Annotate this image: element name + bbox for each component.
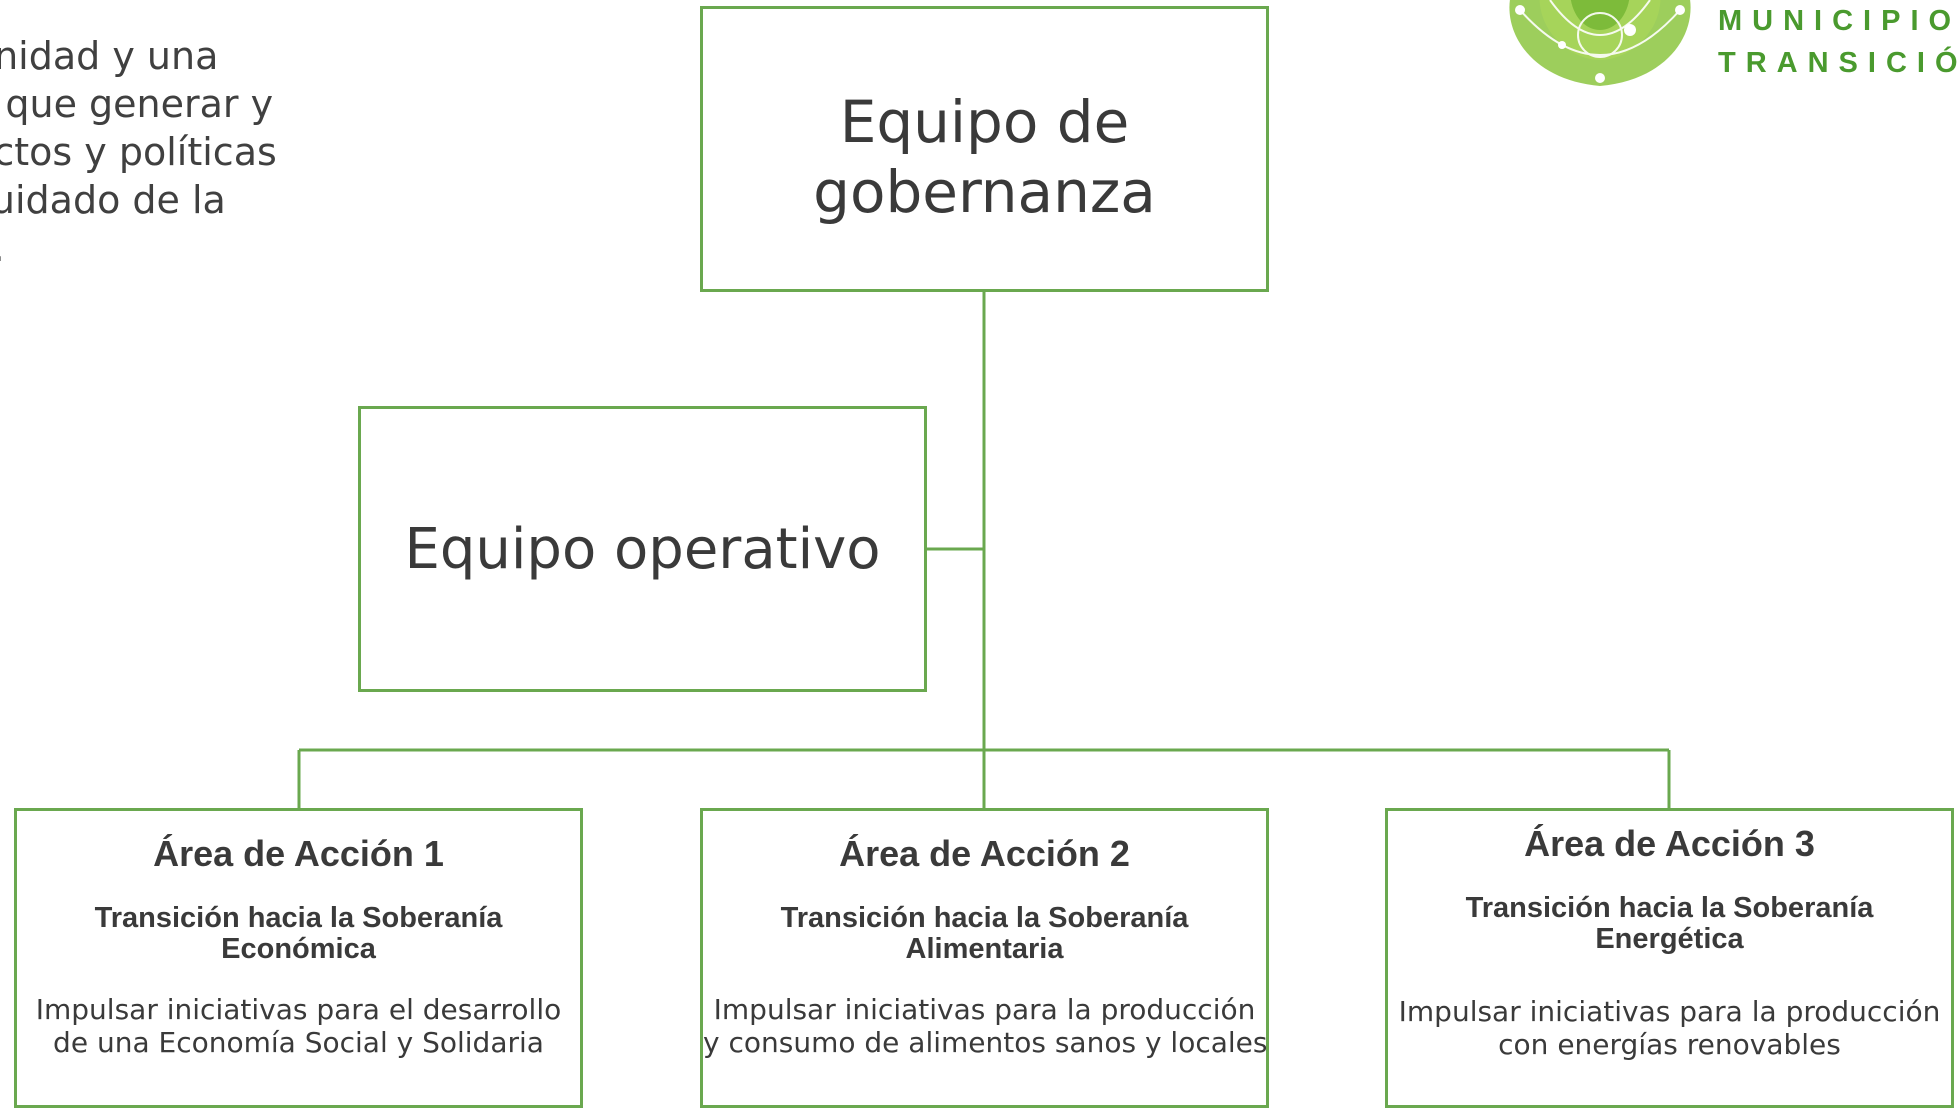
intro-line: o. [0, 224, 310, 272]
governance-line-2: gobernanza [813, 158, 1156, 226]
area-title: Área de Acción 2 [839, 833, 1130, 874]
area-description-line: y consumo de alimentos sanos y locales [703, 1026, 1268, 1059]
area-subtitle-line: Transición hacia la Soberanía [94, 902, 503, 934]
logo-line-2: TRANSICIÓN [1718, 47, 1959, 79]
area-title: Área de Acción 3 [1524, 823, 1815, 864]
area-description-line: de una Economía Social y Solidaria [53, 1026, 544, 1059]
area-description-line: Impulsar iniciativas para el desarrollo [35, 993, 562, 1026]
area-subtitle-line: Transición hacia la Soberanía [1465, 892, 1874, 924]
area-description-line: Impulsar iniciativas para la producción [713, 993, 1256, 1026]
area-subtitle-line: Alimentaria [905, 933, 1064, 965]
area-subtitle-line: Transición hacia la Soberanía [780, 902, 1189, 934]
area-description-line: Impulsar iniciativas para la producción [1398, 995, 1941, 1028]
area-description: Impulsar iniciativas para el desarrollo … [17, 993, 580, 1059]
governance-team-box: Equipo de gobernanza [700, 6, 1269, 292]
intro-line: unidad y una [0, 34, 219, 78]
operative-team-box: Equipo operativo [358, 406, 927, 692]
area-description: Impulsar iniciativas para la producción … [1388, 995, 1951, 1061]
area-title: Área de Acción 1 [153, 833, 444, 874]
action-area-1-box: Área de Acción 1 Transición hacia la Sob… [14, 808, 583, 1108]
area-subtitle-line: Económica [221, 933, 376, 965]
area-subtitle-line: Energética [1595, 923, 1744, 955]
area-description: Impulsar iniciativas para la producción … [703, 993, 1268, 1059]
governance-team-label: Equipo de gobernanza [703, 87, 1266, 227]
area-subtitle: Transición hacia la Soberanía Económica [17, 903, 580, 965]
logo-wordmark: MUNICIPIO TRANSICIÓN [1718, 0, 1959, 84]
operative-team-label: Equipo operativo [404, 516, 881, 582]
action-area-3-box: Área de Acción 3 Transición hacia la Sob… [1385, 808, 1954, 1108]
action-area-2-box: Área de Acción 2 Transición hacia la Sob… [700, 808, 1269, 1108]
intro-line: ectos y políticas [0, 130, 277, 174]
governance-line-1: Equipo de [839, 88, 1130, 156]
intro-line: a que generar y [0, 82, 274, 126]
area-subtitle: Transición hacia la Soberanía Alimentari… [703, 903, 1266, 965]
municipio-transicion-logo-icon [1509, 0, 1691, 86]
area-description-line: con energías renovables [1498, 1028, 1841, 1061]
area-subtitle: Transición hacia la Soberanía Energética [1388, 893, 1951, 955]
intro-line: cuidado de la [0, 178, 226, 222]
logo-line-1: MUNICIPIO [1718, 5, 1959, 37]
intro-text: unidad y una a que generar y ectos y pol… [0, 32, 310, 272]
